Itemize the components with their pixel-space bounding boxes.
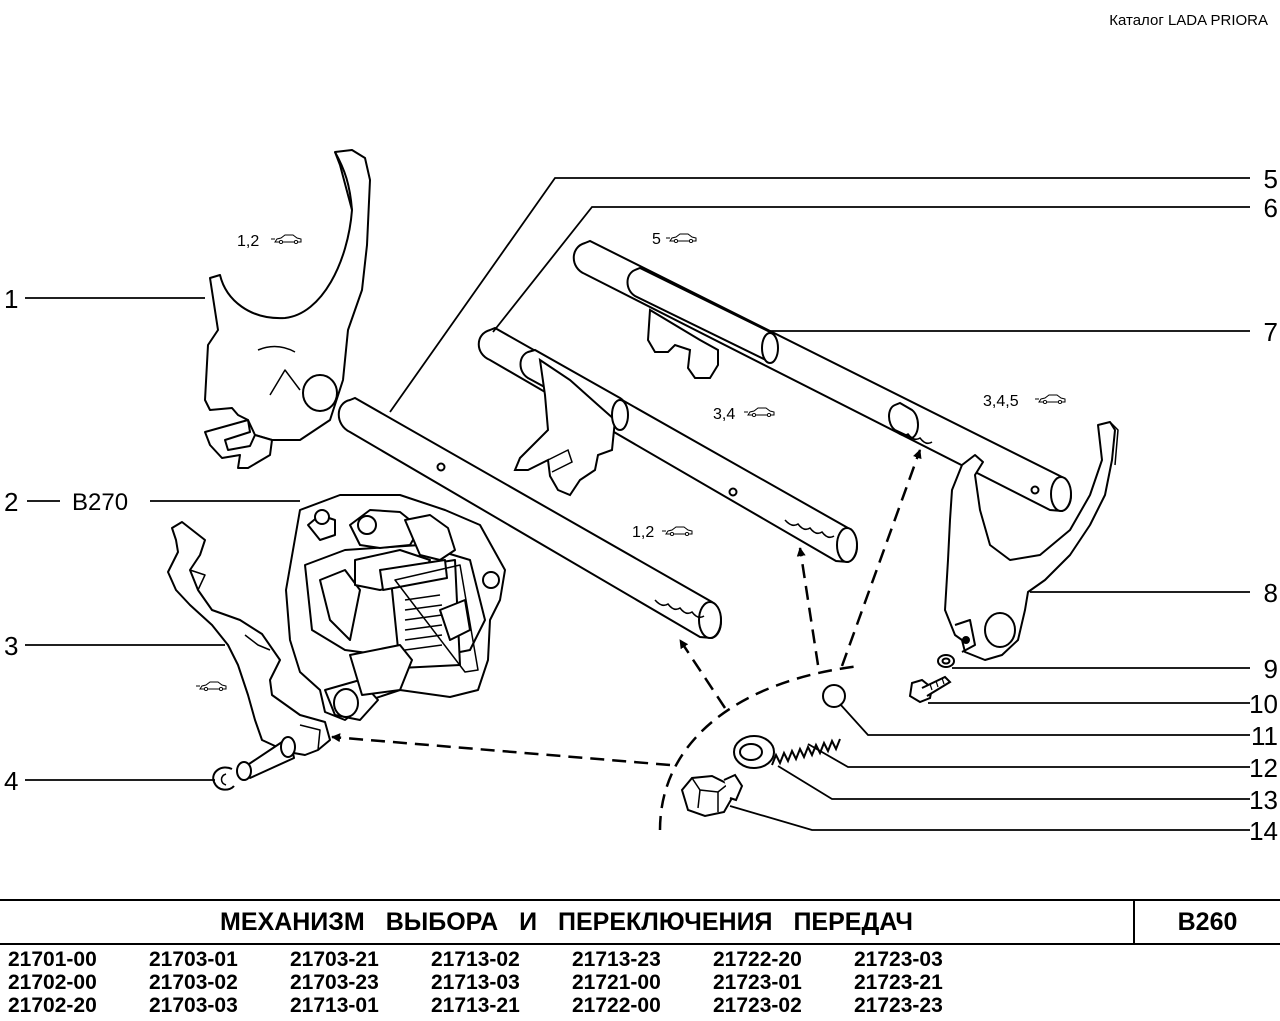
- model-code: 21713-21: [431, 994, 520, 1017]
- model-code: 21713-03: [431, 971, 520, 994]
- callout-6: 6: [1264, 193, 1278, 223]
- model-code: 21723-23: [854, 994, 943, 1017]
- title-bar: МЕХАНИЗМ ВЫБОРА И ПЕРЕКЛЮЧЕНИЯ ПЕРЕДАЧ B…: [0, 899, 1280, 945]
- callout-10: 10: [1249, 689, 1278, 719]
- model-code: 21723-21: [854, 971, 943, 994]
- gear-label-rod-5: 5: [652, 231, 661, 248]
- shift-rod-1-2: [337, 396, 722, 640]
- callout-2: 2: [4, 487, 18, 517]
- callout-7: 7: [1264, 317, 1278, 347]
- callout-1: 1: [4, 284, 18, 314]
- car-icon: [1034, 394, 1066, 405]
- title-divider: [1133, 901, 1135, 943]
- model-code: 21713-02: [431, 948, 520, 971]
- callout-9: 9: [1264, 654, 1278, 684]
- gear-label-rod-12: 1,2: [632, 524, 654, 541]
- small-parts: [680, 654, 955, 818]
- selector-lever: [167, 521, 331, 781]
- shift-rod-5: [572, 239, 1072, 513]
- gear-label-rod-34: 3,4: [713, 406, 735, 423]
- model-code: 21702-00: [8, 971, 97, 994]
- callout-8: 8: [1264, 578, 1278, 608]
- callout-12: 12: [1249, 753, 1278, 783]
- model-code: 21702-20: [8, 994, 97, 1017]
- model-code: 21713-01: [290, 994, 379, 1017]
- shift-fork-3-4-5: [944, 421, 1119, 661]
- leader-lines: [25, 177, 1250, 831]
- model-row: 21702-20 21703-03 21713-01 21713-21 21722-00…: [8, 994, 995, 1017]
- model-code: 21723-01: [713, 971, 802, 994]
- model-code: 21723-03: [854, 948, 943, 971]
- model-code: 21703-23: [290, 971, 379, 994]
- selector-mechanism: [285, 494, 506, 721]
- model-code: 21722-20: [713, 948, 802, 971]
- car-icon: [743, 407, 775, 418]
- assembly-arrows: [331, 449, 922, 831]
- model-code: 21703-21: [290, 948, 379, 971]
- callout-3: 3: [4, 631, 18, 661]
- model-code: 21722-00: [572, 994, 661, 1017]
- model-code: 21703-03: [149, 994, 238, 1017]
- section-title: МЕХАНИЗМ ВЫБОРА И ПЕРЕКЛЮЧЕНИЯ ПЕРЕДАЧ: [220, 908, 913, 936]
- model-code-table: 21701-00 21703-01 21703-21 21713-02 21713-23…: [8, 948, 995, 1017]
- callout-11: 11: [1251, 721, 1278, 751]
- model-row: 21702-00 21703-02 21703-23 21713-03 21721-00…: [8, 971, 995, 994]
- gear-label-fork-12: 1,2: [237, 233, 259, 250]
- callout-4: 4: [4, 766, 18, 796]
- parts-diagram: 1,2 5 3,4 3,4,5 1,2 1 2 B270 3 4 5 6 7 8…: [4, 149, 1278, 846]
- callout-14: 14: [1249, 816, 1278, 846]
- car-icon: [270, 234, 302, 245]
- shift-fork-1-2: [204, 149, 371, 469]
- circlip: [212, 766, 235, 791]
- catalog-header: Каталог LADA PRIORA: [1109, 12, 1268, 29]
- model-code: 21703-02: [149, 971, 238, 994]
- model-code: 21723-02: [713, 994, 802, 1017]
- gear-label-fork-345: 3,4,5: [983, 393, 1019, 410]
- model-code: 21701-00: [8, 948, 97, 971]
- model-row: 21701-00 21703-01 21703-21 21713-02 21713-23…: [8, 948, 995, 971]
- callout-5: 5: [1264, 164, 1278, 194]
- car-icon: [661, 526, 693, 537]
- car-icon: [665, 233, 697, 244]
- model-code: 21721-00: [572, 971, 661, 994]
- ref-code-b270: B270: [72, 489, 128, 516]
- model-code: 21703-01: [149, 948, 238, 971]
- callout-13: 13: [1249, 785, 1278, 815]
- car-icon: [195, 681, 227, 692]
- section-code: B260: [1177, 908, 1238, 936]
- model-code: 21713-23: [572, 948, 661, 971]
- shift-rod-3-4: [477, 326, 858, 564]
